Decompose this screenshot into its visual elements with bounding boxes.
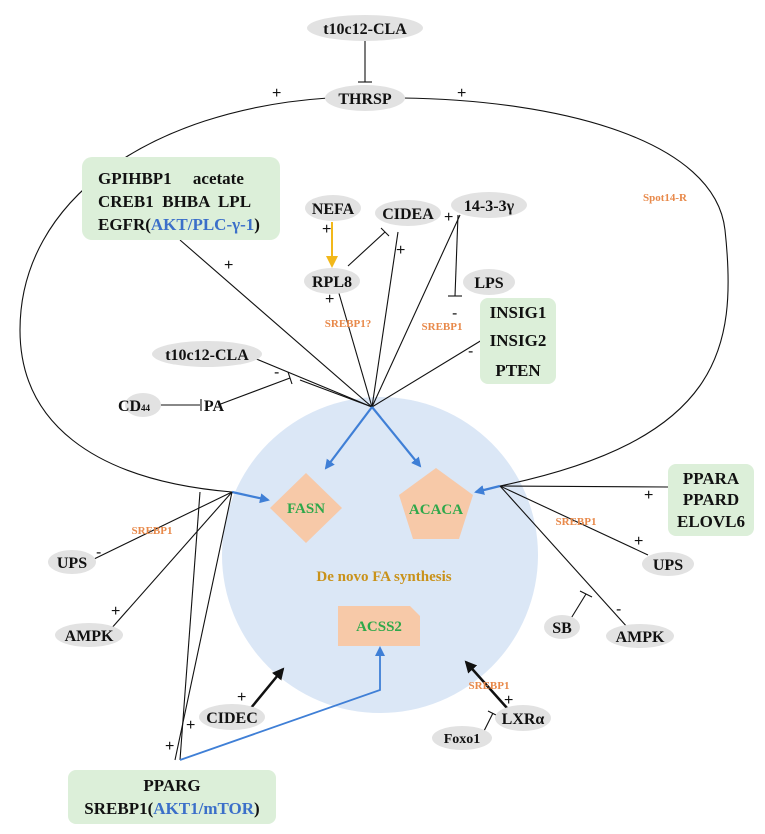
svg-text:+: + xyxy=(457,85,466,102)
svg-text:-: - xyxy=(452,305,457,322)
svg-text:+: + xyxy=(322,221,331,238)
node-nefa: NEFA xyxy=(312,201,355,218)
svg-text:+: + xyxy=(186,717,195,734)
annot-srebp1-right: SREBP1 xyxy=(556,516,597,528)
node-ups-left: UPS xyxy=(57,555,87,572)
annot-srebp1-q: SREBP1? xyxy=(325,318,371,330)
inhibit-bar xyxy=(380,227,390,237)
node-pa: PA xyxy=(204,398,225,415)
acaca-label: ACACA xyxy=(409,502,463,518)
node-lxra: LXRα xyxy=(502,711,545,728)
left-convergence-lines xyxy=(91,491,233,761)
node-foxo1: Foxo1 xyxy=(444,732,481,747)
svg-text:-: - xyxy=(468,343,473,360)
box-top-left xyxy=(82,157,280,240)
regulation-signs: + + + + + + + - - - - + + + + + + + - xyxy=(96,85,653,755)
svg-text:+: + xyxy=(504,692,513,709)
node-sb: SB xyxy=(552,620,572,637)
svg-text:+: + xyxy=(396,242,405,259)
cidec-arrow xyxy=(245,667,285,715)
svg-text:-: - xyxy=(616,601,621,618)
box-bottom-line1: PPARG xyxy=(143,776,200,795)
svg-text:-: - xyxy=(274,364,279,381)
box-bottom xyxy=(68,770,276,824)
node-1433: 14-3-3γ xyxy=(464,198,515,215)
fasn-shape xyxy=(270,473,342,543)
node-ups-right: UPS xyxy=(653,557,683,574)
node-t10c12-left: t10c12-CLA xyxy=(165,347,249,364)
node-lps: LPS xyxy=(474,275,503,292)
node-ampk-left: AMPK xyxy=(65,628,114,645)
acaca-shape xyxy=(399,468,473,539)
left-fasn-arrow xyxy=(231,490,270,504)
box-ppar-3: ELOVL6 xyxy=(677,512,745,531)
node-cidec: CIDEC xyxy=(206,710,258,727)
box-insig-1: INSIG1 xyxy=(490,303,547,322)
pparg-acss2-arrow xyxy=(179,646,385,761)
annot-srebp1-bottom: SREBP1 xyxy=(469,680,510,692)
svg-text:-: - xyxy=(96,544,101,561)
svg-text:+: + xyxy=(272,85,281,102)
svg-text:+: + xyxy=(237,689,246,706)
box-insig xyxy=(480,298,556,384)
node-rpl8: RPL8 xyxy=(312,274,352,291)
right-convergence-lines xyxy=(499,485,669,629)
acss2-label: ACSS2 xyxy=(356,619,402,635)
svg-text:+: + xyxy=(111,603,120,620)
box-insig-3: PTEN xyxy=(495,361,541,380)
node-thrsp: THRSP xyxy=(338,91,392,108)
box-top-left-line1: GPIHBP1 acetate xyxy=(98,169,244,188)
p1433-lps-line xyxy=(454,214,459,297)
cidea-rpl8-line xyxy=(347,231,386,267)
hub-acaca-arrow xyxy=(371,406,422,468)
svg-text:+: + xyxy=(444,209,453,226)
annot-srebp1-left: SREBP1 xyxy=(132,525,173,537)
box-bottom-line2: SREBP1(AKT1/mTOR) xyxy=(84,799,259,818)
svg-text:+: + xyxy=(644,487,653,504)
fasn-label: FASN xyxy=(287,501,325,517)
box-top-left-line2: CREB1 BHBA LPL xyxy=(98,192,251,211)
node-t10c12-top: t10c12-CLA xyxy=(323,21,407,38)
svg-text:+: + xyxy=(224,257,233,274)
box-ppar-1: PPARA xyxy=(683,469,740,488)
node-cd44: CD44 xyxy=(118,398,151,415)
annot-spot14r: Spot14-R xyxy=(643,192,688,204)
thrsp-loop-right xyxy=(401,97,729,487)
annot-srebp1-mid: SREBP1 xyxy=(422,321,463,333)
box-ppar xyxy=(668,464,754,536)
svg-text:+: + xyxy=(634,533,643,550)
hub-fasn-arrow xyxy=(324,406,373,470)
pa-line xyxy=(217,377,291,406)
right-acaca-arrow xyxy=(474,484,501,495)
node-cidea: CIDEA xyxy=(382,206,434,223)
svg-text:+: + xyxy=(165,738,174,755)
grey-nodes xyxy=(48,15,694,750)
box-insig-2: INSIG2 xyxy=(490,331,547,350)
svg-text:+: + xyxy=(325,291,334,308)
box-ppar-2: PPARD xyxy=(683,490,739,509)
center-title: De novo FA synthesis xyxy=(316,569,451,585)
hub-lines xyxy=(179,214,483,408)
lxra-arrow xyxy=(464,660,508,709)
box-top-left-line3: EGFR(AKT/PLC-γ-1) xyxy=(98,215,260,234)
thrsp-loop xyxy=(19,97,329,493)
inhibit-bar xyxy=(287,371,293,385)
synthesis-circle xyxy=(222,397,538,713)
node-ampk-right: AMPK xyxy=(616,629,665,646)
acss2-shape xyxy=(338,606,420,646)
